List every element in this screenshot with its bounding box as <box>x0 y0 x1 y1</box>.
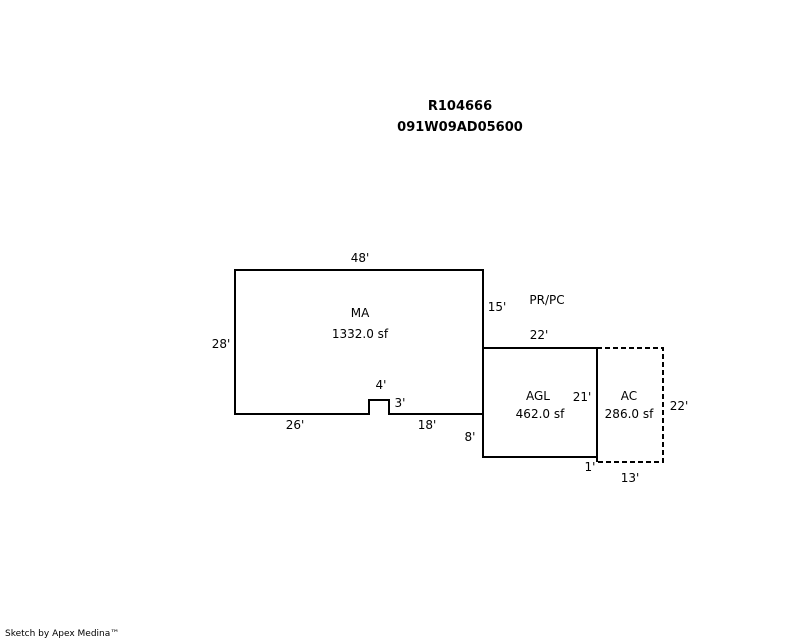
dim-ma-right-upper: 15' <box>488 300 507 314</box>
parcel-id: R104666 <box>428 99 492 114</box>
dim-ma-bottom-right: 18' <box>418 418 437 432</box>
dim-notch-width: 4' <box>376 378 387 392</box>
map-number: 091W09AD05600 <box>397 120 523 135</box>
ac-label: AC <box>621 389 637 403</box>
ac-area: 286.0 sf <box>605 407 654 421</box>
dim-ac-right: 22' <box>670 399 689 413</box>
dim-notch-depth: 3' <box>395 396 406 410</box>
ma-label: MA <box>351 306 370 320</box>
agl-label: AGL <box>526 389 550 403</box>
dim-agl-left-lower: 8' <box>465 430 476 444</box>
dim-ac-bottom: 13' <box>621 471 640 485</box>
dim-offset: 1' <box>585 460 596 474</box>
ac-outline-dashed <box>597 347 664 463</box>
ma-area: 1332.0 sf <box>332 327 389 341</box>
dim-agl-right: 21' <box>573 390 592 404</box>
dim-ma-top: 48' <box>351 251 370 265</box>
pr-pc-label: PR/PC <box>529 293 564 307</box>
dim-agl-top: 22' <box>530 328 549 342</box>
ma-outline <box>234 269 484 415</box>
dim-ma-left: 28' <box>212 337 231 351</box>
sketch-credit: Sketch by Apex Medina™ <box>5 629 119 639</box>
dim-ma-bottom-left: 26' <box>286 418 305 432</box>
agl-area: 462.0 sf <box>516 407 565 421</box>
